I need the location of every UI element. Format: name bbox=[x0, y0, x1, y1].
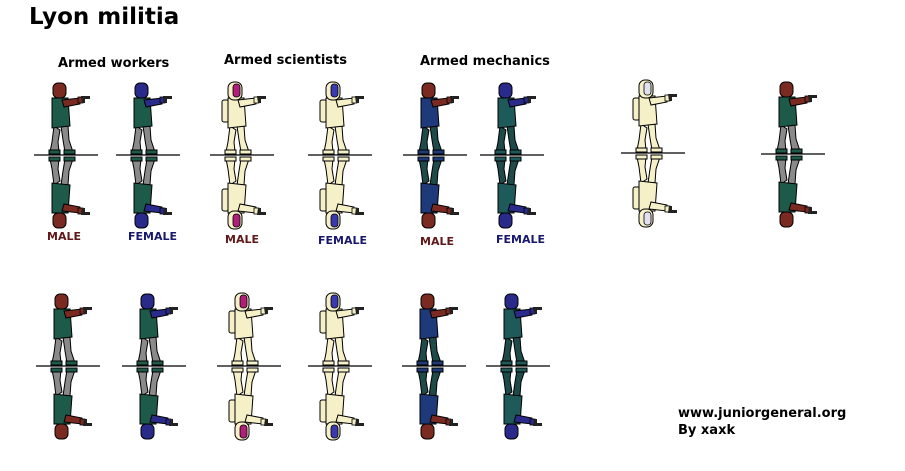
figure-upright bbox=[136, 293, 178, 366]
gender-label-male: MALE bbox=[47, 230, 81, 243]
figure-mechanic-female bbox=[480, 291, 550, 447]
figure-mirrored bbox=[416, 367, 458, 440]
gender-label-female: FEMALE bbox=[128, 230, 178, 243]
figure-mirrored bbox=[494, 156, 536, 229]
gender-label-male: MALE bbox=[420, 235, 454, 248]
credit-author: By xaxk bbox=[678, 423, 736, 438]
figure-upright bbox=[416, 293, 458, 366]
gender-label-male: MALE bbox=[225, 233, 259, 246]
figure-sprite bbox=[308, 292, 372, 441]
sheet-title: Lyon militia bbox=[29, 4, 180, 30]
figure-mirrored bbox=[228, 367, 273, 441]
figure-mirrored bbox=[48, 156, 90, 229]
figure-upright bbox=[319, 292, 364, 366]
figure-mirrored bbox=[319, 156, 364, 230]
figure-upright bbox=[500, 293, 542, 366]
figure-upright bbox=[775, 81, 817, 154]
credit: www.juniorgeneral.org By xaxk bbox=[678, 405, 846, 439]
figure-sprite bbox=[116, 82, 180, 229]
figure-sprite bbox=[36, 293, 100, 440]
figure-mechanic-male bbox=[396, 291, 466, 447]
figure-sprite bbox=[210, 81, 274, 230]
figure-sprite bbox=[402, 293, 466, 440]
figure-scientist-female bbox=[302, 291, 372, 447]
figure-worker-female bbox=[110, 80, 180, 236]
figure-worker-male bbox=[30, 291, 100, 447]
figure-sprite bbox=[480, 82, 544, 229]
figure-sprite bbox=[217, 292, 281, 441]
figure-worker-female bbox=[116, 291, 186, 447]
figure-worker-male bbox=[28, 80, 98, 236]
figure-mechanic-male bbox=[397, 80, 467, 236]
group-label-workers: Armed workers bbox=[58, 56, 170, 71]
figure-upright bbox=[228, 292, 273, 366]
group-label-scientists: Armed scientists bbox=[224, 53, 347, 68]
figure-upright bbox=[632, 79, 677, 153]
figure-sprite bbox=[761, 81, 825, 228]
figure-mirrored bbox=[130, 156, 172, 229]
figure-upright bbox=[221, 81, 266, 155]
gender-label-female: FEMALE bbox=[318, 234, 368, 247]
figure-mirrored bbox=[775, 155, 817, 228]
credit-site: www.juniorgeneral.org bbox=[678, 406, 847, 421]
figure-mirrored bbox=[50, 367, 92, 440]
figure-mirrored bbox=[500, 367, 542, 440]
figure-sprite bbox=[486, 293, 550, 440]
figure-upright bbox=[417, 82, 459, 155]
figure-upright bbox=[50, 293, 92, 366]
figure-sprite bbox=[34, 82, 98, 229]
gender-label-female: FEMALE bbox=[496, 233, 546, 246]
figure-upright bbox=[319, 81, 364, 155]
figure-mirrored bbox=[319, 367, 364, 441]
figure-sprite bbox=[122, 293, 186, 440]
figure-upright bbox=[48, 82, 90, 155]
figure-sprite bbox=[403, 82, 467, 229]
figure-scientist-female bbox=[302, 80, 372, 236]
group-label-mechanics: Armed mechanics bbox=[420, 54, 550, 69]
figure-mirrored bbox=[632, 154, 677, 228]
figure-scientist-male bbox=[204, 80, 274, 236]
figure-mirrored bbox=[136, 367, 178, 440]
figure-sprite bbox=[621, 79, 685, 228]
figure-mirrored bbox=[417, 156, 459, 229]
figure-scientist-plain bbox=[615, 78, 685, 234]
figure-mirrored bbox=[221, 156, 266, 230]
figure-worker-male bbox=[755, 79, 825, 235]
figure-sprite bbox=[308, 81, 372, 230]
figure-upright bbox=[494, 82, 536, 155]
figure-upright bbox=[130, 82, 172, 155]
figure-scientist-male bbox=[211, 291, 281, 447]
figure-mechanic-female bbox=[474, 80, 544, 236]
